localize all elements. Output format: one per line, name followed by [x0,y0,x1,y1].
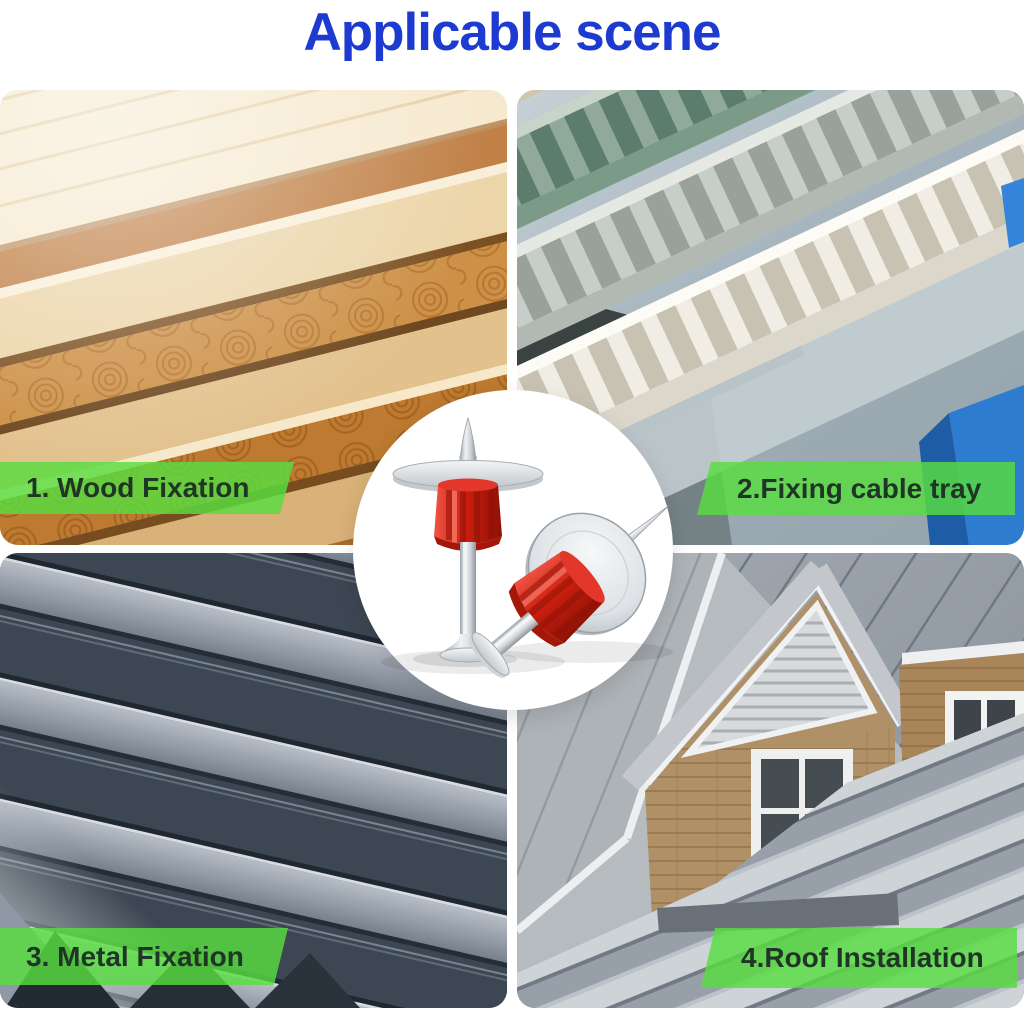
scene-label-text-1: 1. Wood Fixation [26,472,250,503]
scene-panel-roof-installation: 4.Roof Installation [517,553,1024,1008]
scene-label-banner-2: 2.Fixing cable tray [697,462,1015,515]
scene-label-banner-4: 4.Roof Installation [701,928,1017,988]
scene-label-banner-3: 3. Metal Fixation [0,928,288,985]
vertical-drive-pin [392,416,544,663]
drive-pin-nails-illustration [381,416,673,678]
scene-panel-wood-fixation: 1. Wood Fixation [0,90,507,545]
scene-label-text-3: 3. Metal Fixation [26,940,244,972]
scene-label-banner-1: 1. Wood Fixation [0,462,294,514]
center-product-badge [353,390,673,710]
scene-label-text-4: 4.Roof Installation [741,942,984,973]
tilted-drive-pin [469,505,670,678]
scene-panel-cable-tray: 2.Fixing cable tray [517,90,1024,545]
wood-planks-photo [0,90,507,545]
page-title: Applicable scene [303,3,721,62]
scene-label-text-2: 2.Fixing cable tray [737,472,982,504]
